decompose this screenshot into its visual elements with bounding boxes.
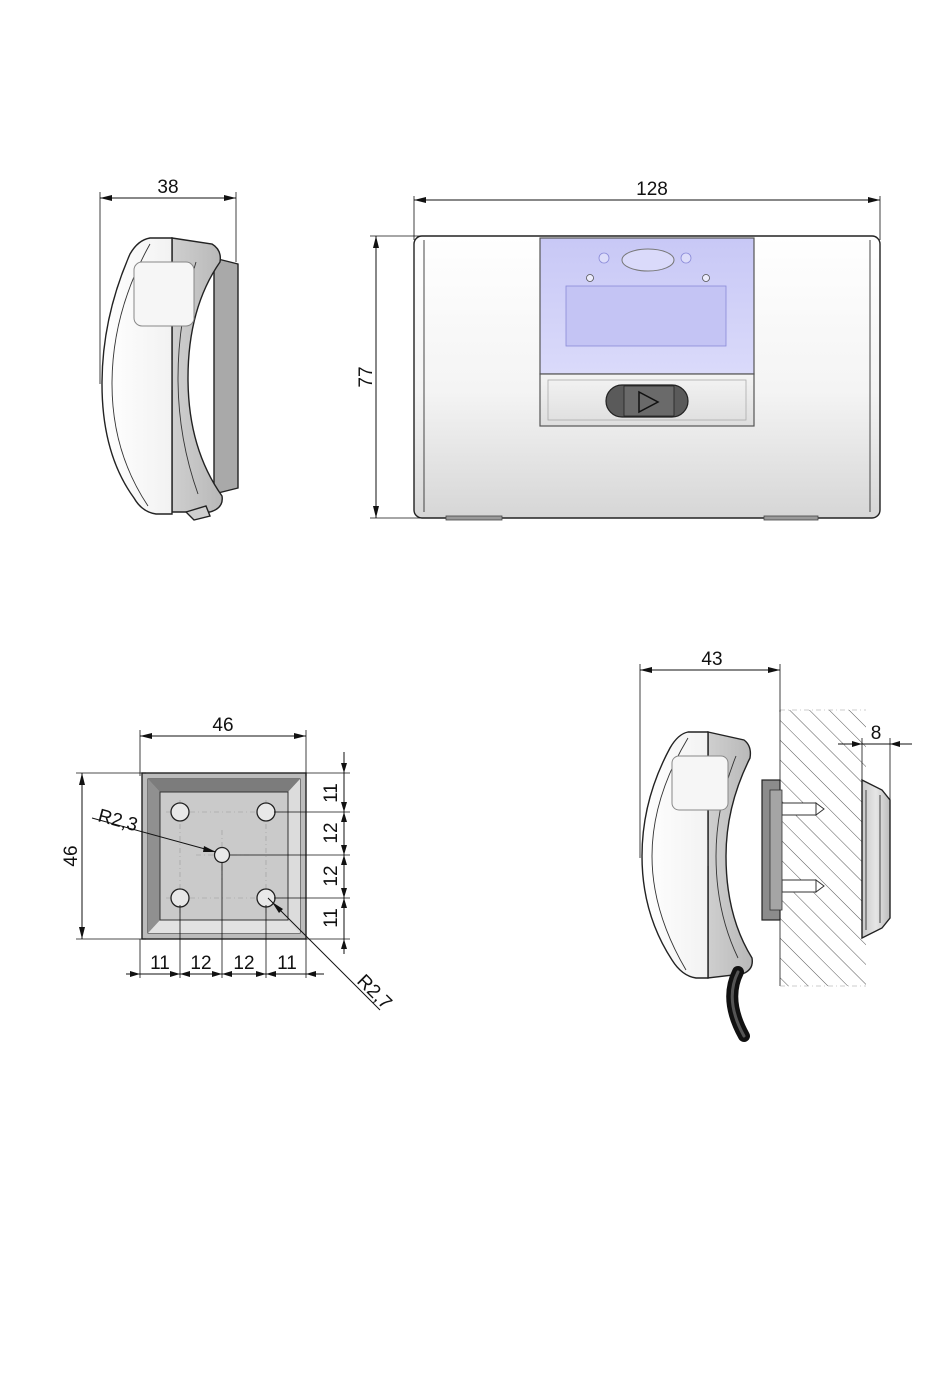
dim-mount-height-label: 46 [61, 845, 82, 866]
dim-mount-width-label: 46 [212, 715, 233, 736]
h-spacing-1: 11 [150, 953, 170, 974]
radius-center-label: R2,3 [96, 806, 140, 837]
dim-front-width: 128 [414, 179, 880, 240]
h-spacing-4: 11 [277, 953, 297, 974]
side-view [102, 238, 238, 520]
v-spacing-1: 11 [321, 783, 342, 803]
dim-side-depth-label: 38 [157, 177, 178, 198]
mount-plate [142, 773, 306, 939]
radius-corner-label: R2,7 [352, 971, 395, 1014]
dim-mount-width: 46 [140, 715, 306, 776]
dim-front-height-label: 77 [356, 366, 377, 387]
front-view [414, 236, 880, 520]
dim-wall-depth-label: 43 [701, 649, 722, 670]
dim-front-height: 77 [356, 236, 420, 518]
dim-mount-height: 46 [61, 773, 146, 939]
button-strip [540, 374, 754, 426]
h-spacing-2: 12 [190, 953, 211, 974]
wall-mounted-device [642, 732, 782, 1036]
dim-wall-gap-label: 8 [871, 723, 882, 744]
wall-section [780, 710, 890, 986]
v-spacing-4: 11 [321, 908, 342, 928]
v-spacing-3: 12 [321, 865, 342, 886]
dim-front-width-label: 128 [636, 179, 668, 200]
v-spacing-2: 12 [321, 822, 342, 843]
display-panel [540, 238, 754, 374]
h-spacing-3: 12 [233, 953, 254, 974]
